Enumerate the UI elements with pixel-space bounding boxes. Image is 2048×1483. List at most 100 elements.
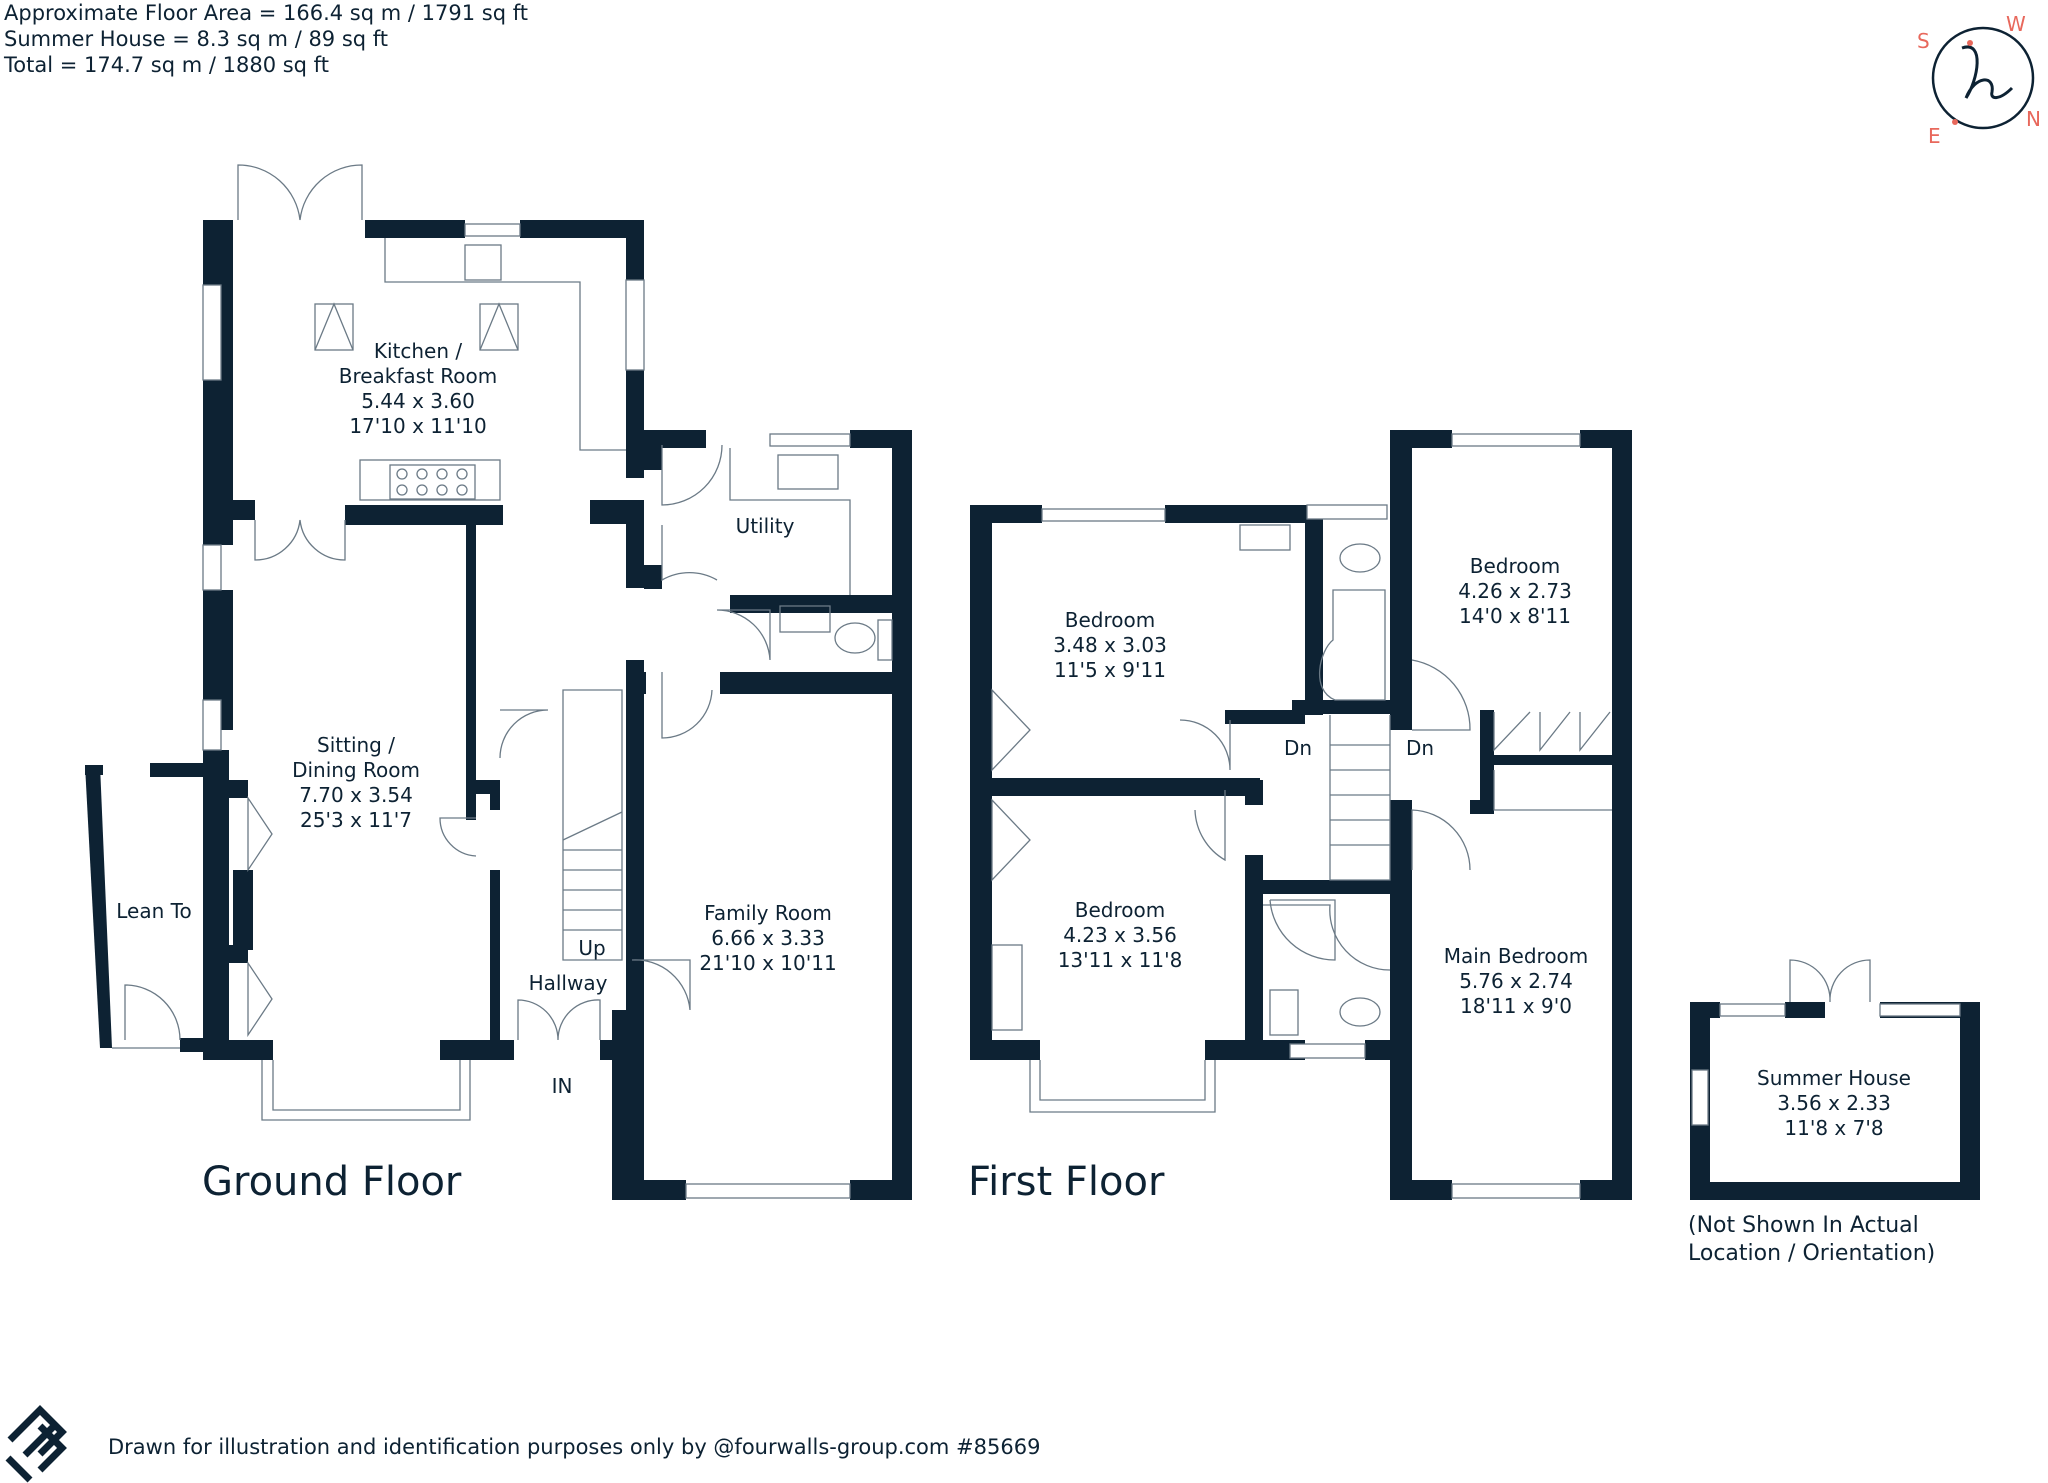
family-dim: 6.66 x 3.33 — [711, 926, 825, 950]
utility-label: Utility — [736, 514, 795, 538]
window — [202, 699, 222, 751]
wall — [1165, 505, 1307, 523]
staircase — [1329, 715, 1391, 881]
hallway-label: Hallway — [529, 971, 608, 995]
window — [202, 284, 222, 381]
compass-logo: S W E N — [1917, 12, 2041, 148]
wall — [1470, 800, 1494, 814]
staircase — [562, 689, 623, 961]
wall — [850, 1180, 912, 1200]
sink-icon — [777, 454, 839, 490]
footer-text: Drawn for illustration and identificatio… — [108, 1435, 1040, 1459]
french-door — [1789, 959, 1871, 1003]
window — [464, 223, 521, 237]
cupboard — [991, 688, 1031, 882]
wall — [1612, 430, 1632, 1200]
wall — [150, 763, 210, 777]
toilet-icon — [1339, 997, 1381, 1027]
compass-ring — [1931, 26, 2035, 130]
window — [625, 279, 645, 371]
toilet-icon — [834, 622, 876, 654]
kitchen-label: Kitchen / — [374, 339, 463, 363]
wall — [1390, 1180, 1452, 1200]
wall — [626, 370, 644, 478]
wall — [203, 220, 233, 238]
sink-icon — [464, 244, 502, 281]
wall — [203, 1040, 273, 1060]
toilet-icon — [1339, 543, 1381, 573]
window — [1719, 1003, 1786, 1017]
summer-note: Location / Orientation) — [1688, 1241, 1935, 1266]
wall — [1292, 700, 1412, 714]
wall — [440, 1040, 512, 1060]
main-bedroom-dim: 18'11 x 9'0 — [1460, 994, 1572, 1018]
door — [661, 672, 713, 739]
family-dim: 21'10 x 10'11 — [699, 951, 836, 975]
compass-n: N — [2026, 107, 2041, 131]
dn-label: Dn — [1284, 736, 1312, 760]
wall — [720, 672, 910, 694]
door — [1411, 659, 1471, 731]
wall — [345, 505, 503, 525]
wall — [1390, 430, 1452, 448]
window — [685, 1183, 851, 1199]
toilet-cistern — [877, 619, 893, 661]
wall — [590, 500, 630, 520]
summer-house-plan — [1690, 959, 1980, 1200]
wall — [85, 765, 103, 775]
kitchen-dim: 5.44 x 3.60 — [361, 389, 475, 413]
summer-note: (Not Shown In Actual — [1688, 1213, 1919, 1238]
kitchen-counter — [384, 238, 626, 451]
skylight — [479, 303, 519, 351]
skylight — [479, 302, 519, 351]
compass-w: W — [2006, 12, 2026, 36]
fourwalls-logo-icon — [5, 1405, 67, 1483]
wall — [1245, 855, 1263, 1045]
cupboard — [991, 944, 1023, 1031]
shower-icon — [1269, 899, 1336, 961]
summer-label: Summer House — [1757, 1066, 1911, 1090]
wall — [1245, 780, 1263, 805]
area-line: Total = 174.7 sq m / 1880 sq ft — [3, 53, 329, 77]
hob-burner — [436, 468, 448, 480]
first-floor-plan — [970, 430, 1632, 1200]
bedroom2-label: Bedroom — [1470, 554, 1560, 578]
window — [1691, 1069, 1709, 1126]
sitting-label: Sitting / — [317, 733, 395, 757]
area-line: Approximate Floor Area = 166.4 sq m / 17… — [4, 1, 528, 25]
wall — [612, 1010, 632, 1200]
wall — [626, 220, 644, 280]
wardrobe — [1493, 711, 1611, 752]
kitchen-island — [359, 459, 501, 501]
skylight — [314, 302, 354, 351]
sitting-label: Dining Room — [292, 758, 420, 782]
wall — [970, 505, 1042, 523]
compass-dot — [1967, 40, 1973, 46]
door — [1263, 904, 1391, 971]
wall — [626, 1180, 686, 1200]
wall — [520, 220, 644, 238]
wall — [730, 595, 910, 613]
door — [631, 959, 691, 1011]
bedroom3-dim: 4.23 x 3.56 — [1063, 923, 1177, 947]
door — [1179, 719, 1231, 771]
window — [1041, 508, 1166, 522]
door — [661, 444, 723, 506]
wall — [85, 765, 112, 1048]
wall — [500, 1040, 514, 1060]
area-line: Summer House = 8.3 sq m / 89 sq ft — [4, 27, 388, 51]
main-bedroom-dim: 5.76 x 2.74 — [1459, 969, 1573, 993]
window — [1451, 433, 1581, 447]
wall — [203, 220, 233, 545]
wall — [992, 778, 1260, 796]
wall — [600, 1040, 632, 1060]
bedroom2-dim: 4.26 x 2.73 — [1458, 579, 1572, 603]
wall — [1690, 1182, 1980, 1200]
door — [499, 709, 549, 759]
family-label: Family Room — [704, 901, 832, 925]
window — [1306, 504, 1388, 520]
sitting-dim: 7.70 x 3.54 — [299, 783, 413, 807]
hob-burner — [416, 468, 428, 480]
first-floor-title: First Floor — [968, 1159, 1165, 1205]
